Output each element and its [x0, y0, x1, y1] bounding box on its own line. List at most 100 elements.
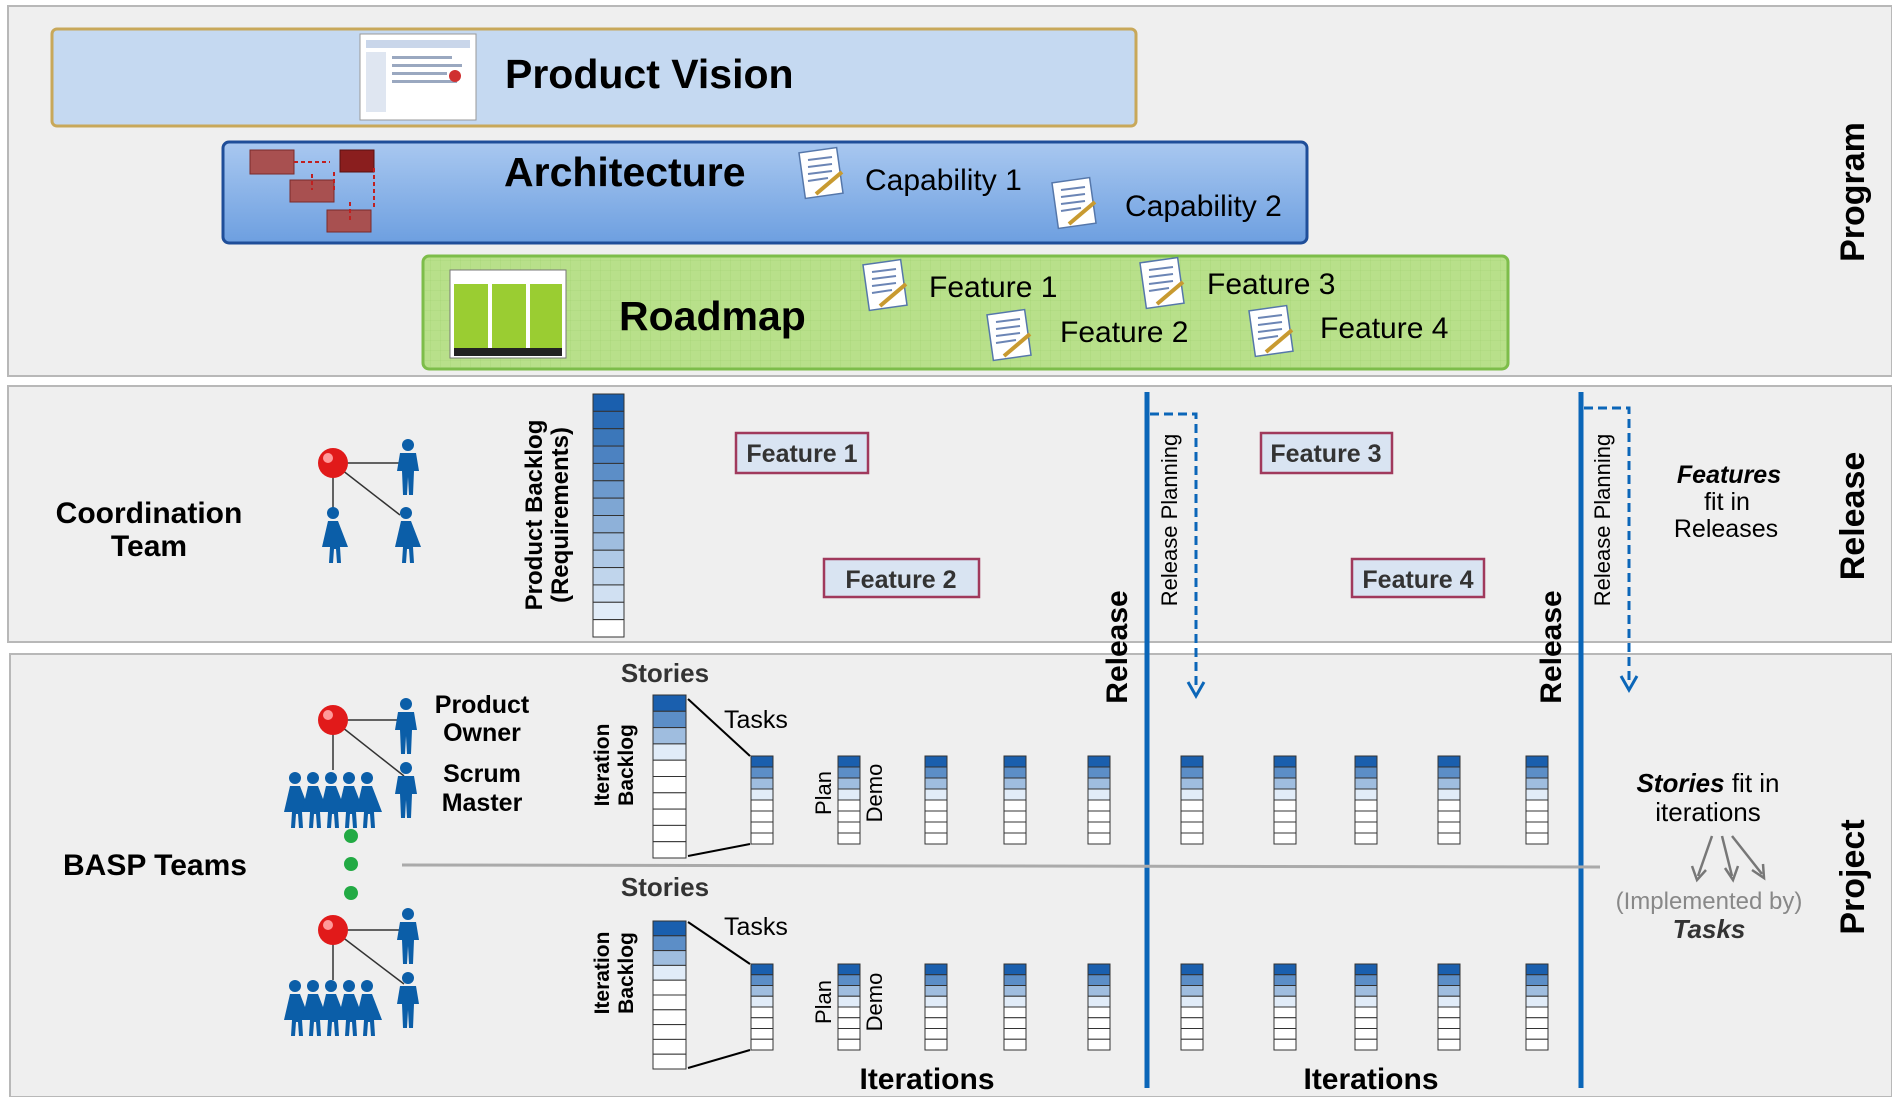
release-feature-2-box: Feature 2 [822, 557, 981, 599]
scrum-master-label-1: Scrum [443, 760, 521, 788]
release-feature-2-label: Feature 2 [845, 566, 956, 594]
basp-teams-label: BASP Teams [63, 849, 247, 882]
task-stack-row1-1 [750, 755, 774, 845]
architecture-box [221, 140, 1309, 245]
team-continuation-dots [344, 829, 358, 900]
task-stack-row1-5 [1087, 755, 1111, 845]
product-backlog-bar [592, 393, 625, 638]
story-to-task-funnel-2 [687, 921, 751, 1069]
level-release-label: Release [1834, 452, 1872, 581]
product-owner-label-2: Owner [443, 719, 521, 747]
features-note-line2: fit in [1704, 488, 1750, 516]
stories-label-1: Stories [621, 658, 709, 688]
iteration-backlog-label-2a: Iteration [591, 932, 614, 1015]
story-stack-1 [652, 694, 687, 859]
release-2-label: Release [1535, 590, 1568, 703]
capability-1-label: Capability 1 [865, 164, 1022, 197]
capability-1-doc-icon [796, 145, 846, 201]
feature-1-doc-icon [860, 257, 910, 313]
release-planning-1-arrow [1150, 412, 1206, 700]
product-backlog-stack [592, 393, 625, 638]
scrum-master-label-2: Master [442, 789, 523, 817]
roadmap-feature-4: Feature 4 [1320, 312, 1448, 345]
task-stack-row2-5 [1087, 963, 1111, 1051]
web-page-thumbnail-icon [359, 33, 477, 121]
story-stack-2 [652, 920, 687, 1070]
stories-note-emph: Stories [1636, 768, 1724, 798]
level-program-label: Program [1834, 122, 1872, 262]
basp-team-2-org-icon [284, 908, 419, 1036]
stories-note-line2: iterations [1655, 797, 1761, 827]
task-stack-row1-8 [1354, 755, 1378, 845]
capability-2-label: Capability 2 [1125, 190, 1282, 223]
stories-note-line3: (Implemented by) [1616, 888, 1803, 915]
plan-label-1: Plan [811, 771, 836, 815]
task-stack-row1-6 [1180, 755, 1204, 845]
iteration-backlog-label-2b: Backlog [615, 932, 638, 1014]
task-stack-row2-4 [1003, 963, 1027, 1051]
release-band [7, 385, 1892, 643]
coordination-team-org-icon [318, 439, 421, 563]
features-note-line3: Releases [1674, 515, 1778, 543]
task-stack-row1-10 [1525, 755, 1549, 845]
task-stack-row1-2 [837, 755, 861, 845]
iteration-backlog-label-1b: Backlog [615, 724, 638, 806]
iteration-stacks [652, 694, 1549, 1070]
task-stack-row2-2 [837, 963, 861, 1051]
task-stack-row1-9 [1437, 755, 1461, 845]
task-stack-row1-3 [924, 755, 948, 845]
tasks-label-1: Tasks [724, 706, 788, 734]
product-owner-label-1: Product [435, 691, 530, 719]
project-band [9, 653, 1892, 1098]
release-feature-4-box: Feature 4 [1350, 557, 1486, 599]
task-stack-row2-3 [924, 963, 948, 1051]
basp-team-1-org-icon [284, 698, 417, 828]
roadmap-feature-2: Feature 2 [1060, 316, 1188, 349]
product-vision-title: Product Vision [505, 51, 794, 97]
tasks-label-2: Tasks [724, 913, 788, 941]
plan-label-2: Plan [811, 980, 836, 1024]
architecture-diagram-icon [249, 149, 375, 233]
iterations-label-2: Iterations [1303, 1063, 1438, 1096]
roadmap-title: Roadmap [619, 293, 806, 339]
team-divider-line [401, 863, 1601, 869]
capability-2-doc-icon [1049, 175, 1099, 231]
release-feature-3-label: Feature 3 [1270, 440, 1381, 468]
roadmap-feature-3: Feature 3 [1207, 268, 1335, 301]
task-stack-row2-8 [1354, 963, 1378, 1051]
iteration-backlog-label-1a: Iteration [591, 724, 614, 807]
demo-label-2: Demo [862, 973, 887, 1032]
task-stack-row2-10 [1525, 963, 1549, 1051]
roadmap-thumbnail-icon [449, 269, 567, 359]
task-stack-row2-6 [1180, 963, 1204, 1051]
release-feature-1-label: Feature 1 [746, 440, 857, 468]
coordination-team-label-2: Team [111, 530, 187, 563]
task-stack-row1-7 [1273, 755, 1297, 845]
product-backlog-label: Product Backlog [521, 420, 548, 611]
stories-note-line4: Tasks [1673, 914, 1746, 944]
feature-4-doc-icon [1246, 303, 1296, 359]
stories-label-2: Stories [621, 872, 709, 902]
demo-label-1: Demo [862, 764, 887, 823]
task-stack-row1-4 [1003, 755, 1027, 845]
feature-2-doc-icon [984, 307, 1034, 363]
features-note-emph: Features [1677, 461, 1781, 489]
level-project-label: Project [1834, 819, 1872, 934]
release-1-label: Release [1101, 590, 1134, 703]
story-to-task-funnel-1 [687, 698, 751, 857]
feature-3-doc-icon [1137, 255, 1187, 311]
stories-to-tasks-arrows [1690, 835, 1766, 883]
release-planning-2-label: Release Planning [1590, 434, 1615, 606]
release-feature-1-box: Feature 1 [734, 431, 870, 475]
release-feature-4-label: Feature 4 [1362, 566, 1473, 594]
task-stack-row2-1 [750, 963, 774, 1051]
task-stack-row2-7 [1273, 963, 1297, 1051]
release-planning-2-arrow [1584, 406, 1639, 694]
release-feature-3-box: Feature 3 [1259, 431, 1394, 475]
roadmap-feature-1: Feature 1 [929, 271, 1057, 304]
iterations-label-1: Iterations [859, 1063, 994, 1096]
architecture-title: Architecture [504, 149, 746, 195]
product-backlog-sublabel: (Requirements) [547, 427, 574, 603]
product-vision-box [50, 27, 1138, 128]
release-planning-1-label: Release Planning [1157, 434, 1182, 606]
